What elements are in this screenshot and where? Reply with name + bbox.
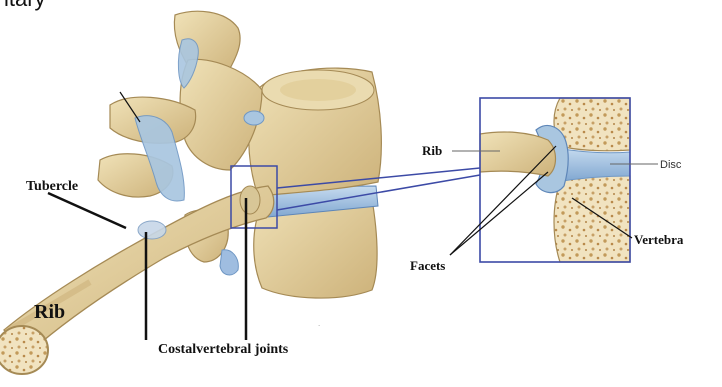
inset-rib xyxy=(480,132,556,176)
label-rib-main: Rib xyxy=(34,301,65,323)
inset-lower-vertebra xyxy=(554,175,630,262)
rib-cross-section xyxy=(0,326,48,374)
ligament-lower xyxy=(220,250,238,275)
figure-mark: . xyxy=(318,319,320,328)
header-cut-text: itary xyxy=(4,0,46,11)
tubercle-pointer xyxy=(48,193,126,228)
label-tubercle: Tubercle xyxy=(26,179,78,194)
label-costalvertebral-joints: Costalvertebral joints xyxy=(158,342,289,357)
label-vertebra: Vertebra xyxy=(634,232,684,247)
ligament-body xyxy=(244,111,264,125)
rib-tubercle-facet xyxy=(138,221,166,239)
rib-head-facet xyxy=(240,186,260,214)
label-inset-rib: Rib xyxy=(422,143,442,158)
label-disc: Disc xyxy=(660,159,682,171)
joint-inset xyxy=(480,98,630,262)
label-facets: Facets xyxy=(410,258,445,273)
